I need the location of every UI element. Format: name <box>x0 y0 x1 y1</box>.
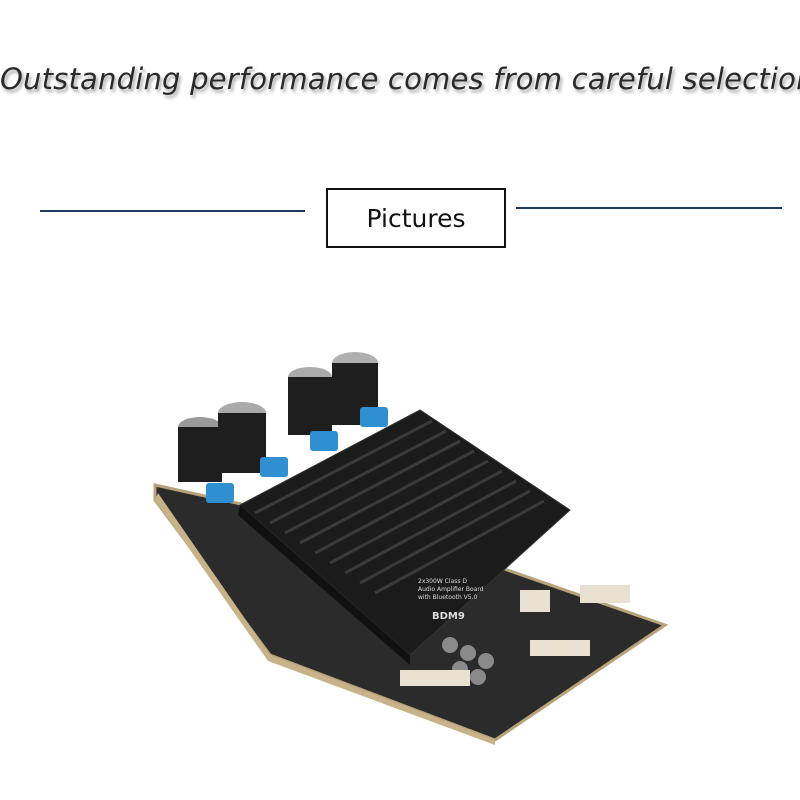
board-model: BDM9 <box>432 611 465 622</box>
headline: Outstanding performance comes from caref… <box>0 62 800 96</box>
board-text-3: with Bluetooth V5.0 <box>418 594 478 601</box>
components <box>400 585 630 686</box>
heatsink <box>239 409 571 656</box>
film-capacitors <box>206 407 388 503</box>
capacitor-group <box>178 352 378 482</box>
divider-left <box>40 210 305 212</box>
amplifier-board-photo: 2x300W Class D Audio Amplifier Board wit… <box>153 352 669 745</box>
board-text-2: Audio Amplifier Board <box>418 586 484 593</box>
section-label: Pictures <box>326 188 506 248</box>
divider-right <box>516 207 782 209</box>
board-text-1: 2x300W Class D <box>418 578 467 585</box>
